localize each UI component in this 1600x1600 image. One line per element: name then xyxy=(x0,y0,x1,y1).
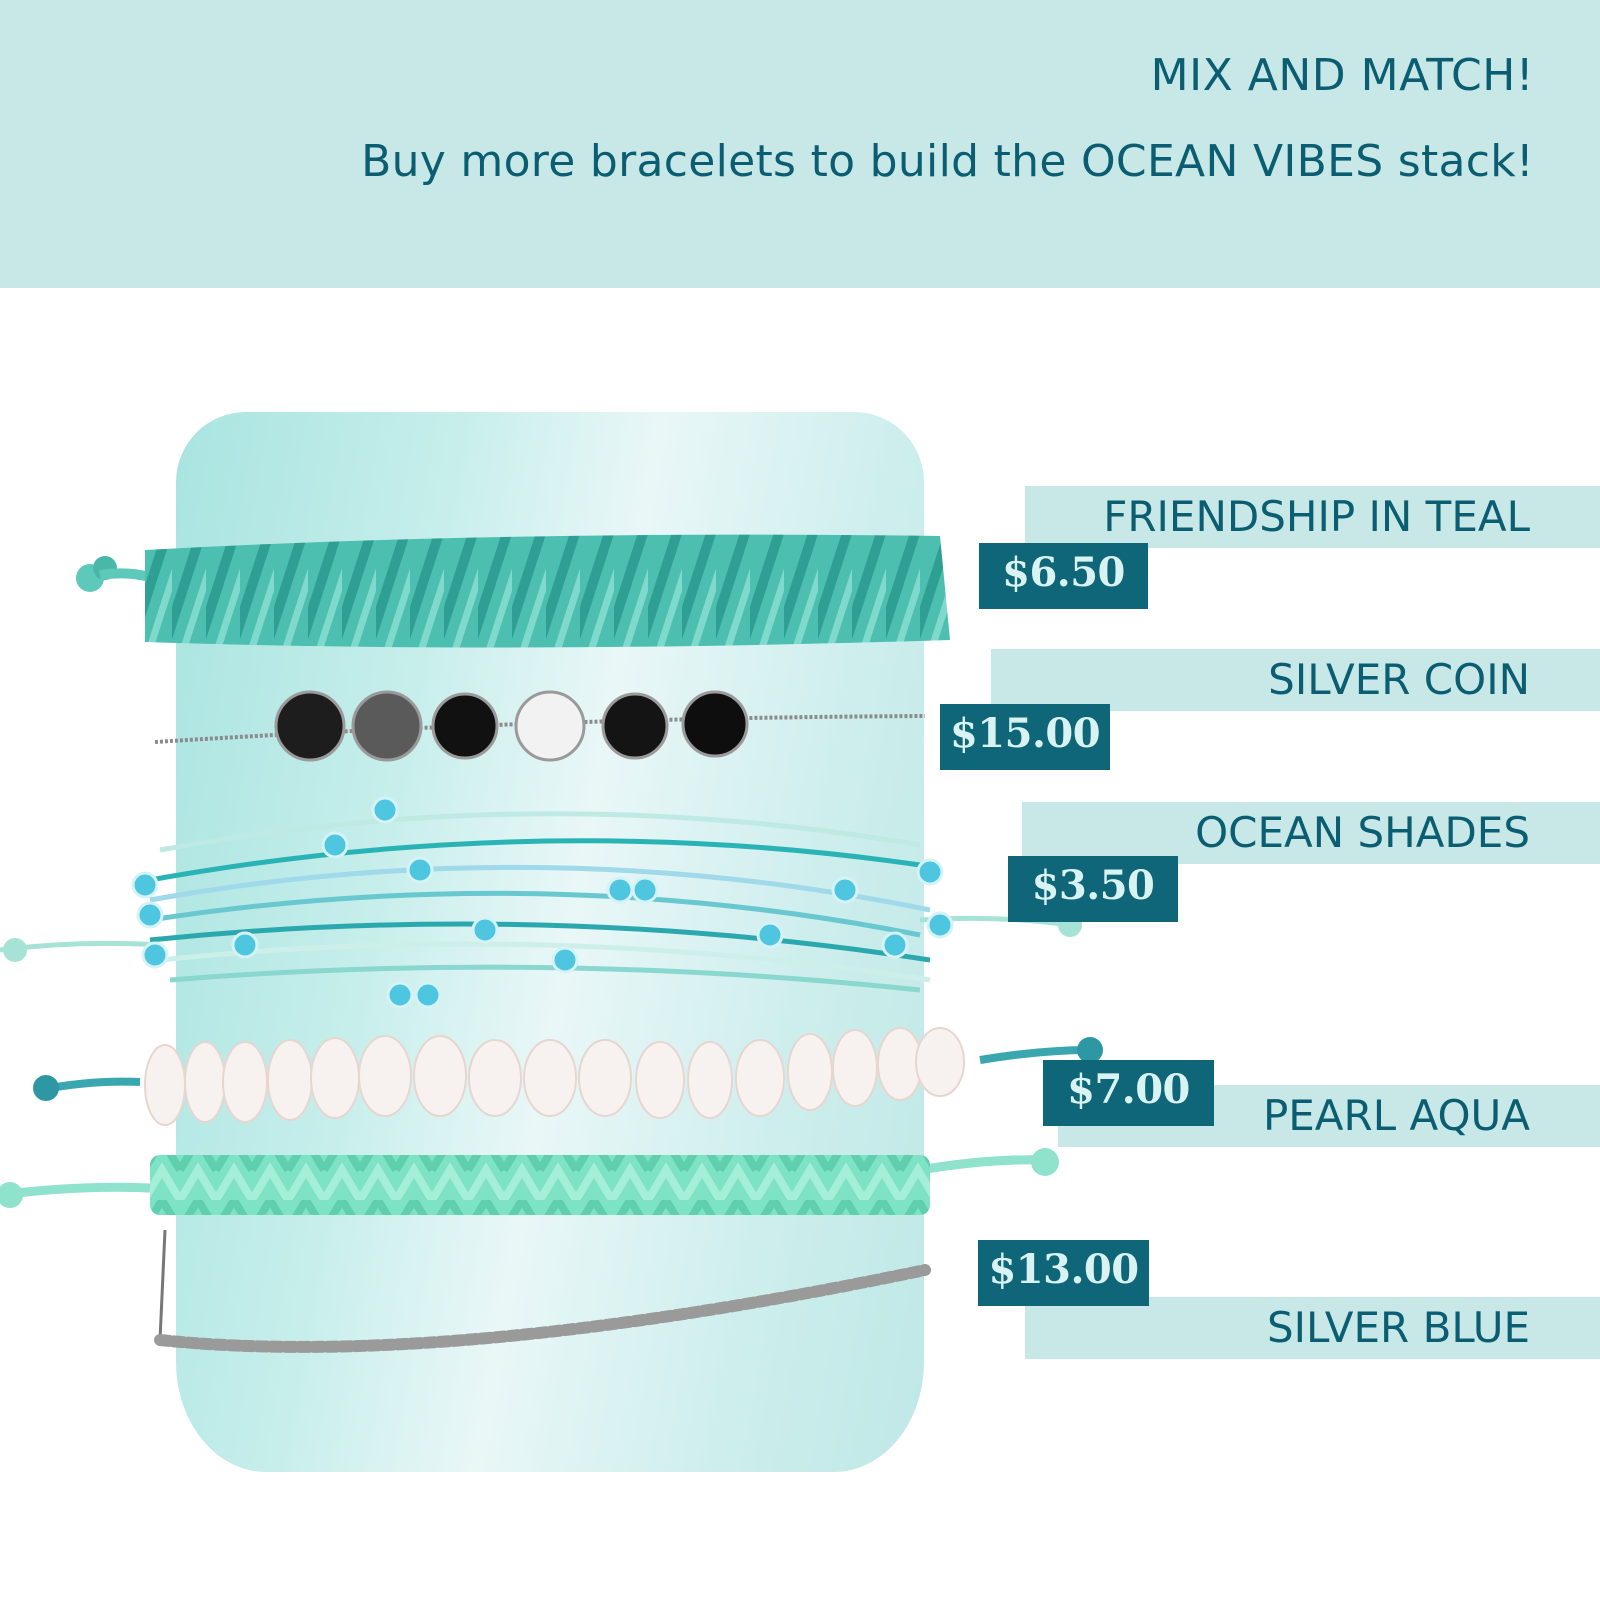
product-name-label: SILVER BLUE xyxy=(1266,1303,1530,1352)
product-name-label: FRIENDSHIP IN TEAL xyxy=(1103,492,1530,541)
product-name-silver-coin: SILVER COIN xyxy=(991,649,1600,711)
price-tag-pearl-aqua: $7.00 xyxy=(1043,1060,1214,1126)
silver-coin-bracelet-icon xyxy=(155,690,925,762)
product-name-label: SILVER COIN xyxy=(1268,655,1530,704)
product-name-friendship-in-teal: FRIENDSHIP IN TEAL xyxy=(1025,486,1600,548)
beaded-string-bracelet-icon xyxy=(0,796,1082,1009)
header-banner: MIX AND MATCH! Buy more bracelets to bui… xyxy=(0,0,1600,288)
price-label: $3.50 xyxy=(1031,862,1155,909)
price-tag-friendship-in-teal: $6.50 xyxy=(979,543,1148,609)
price-label: $15.00 xyxy=(949,710,1101,757)
mint-braid-bracelet-icon xyxy=(0,1148,1059,1215)
braided-teal-bracelet-icon xyxy=(76,534,950,648)
page-title: MIX AND MATCH! xyxy=(1150,50,1534,101)
price-label: $6.50 xyxy=(1002,549,1125,596)
product-name-ocean-shades: OCEAN SHADES xyxy=(1022,802,1600,864)
price-label: $7.00 xyxy=(1067,1066,1190,1113)
price-tag-silver-coin: $15.00 xyxy=(940,704,1110,770)
product-name-label: OCEAN SHADES xyxy=(1195,808,1530,857)
price-label: $13.00 xyxy=(988,1246,1139,1293)
product-name-silver-blue: SILVER BLUE xyxy=(1025,1297,1600,1359)
price-tag-silver-blue: $13.00 xyxy=(978,1240,1149,1306)
pearl-bracelet-icon xyxy=(33,1027,1103,1126)
page-subtitle: Buy more bracelets to build the OCEAN VI… xyxy=(361,136,1534,187)
price-tag-ocean-shades: $3.50 xyxy=(1008,856,1178,922)
product-name-label: PEARL AQUA xyxy=(1262,1091,1530,1140)
ball-chain-bracelet-icon xyxy=(154,1230,931,1353)
